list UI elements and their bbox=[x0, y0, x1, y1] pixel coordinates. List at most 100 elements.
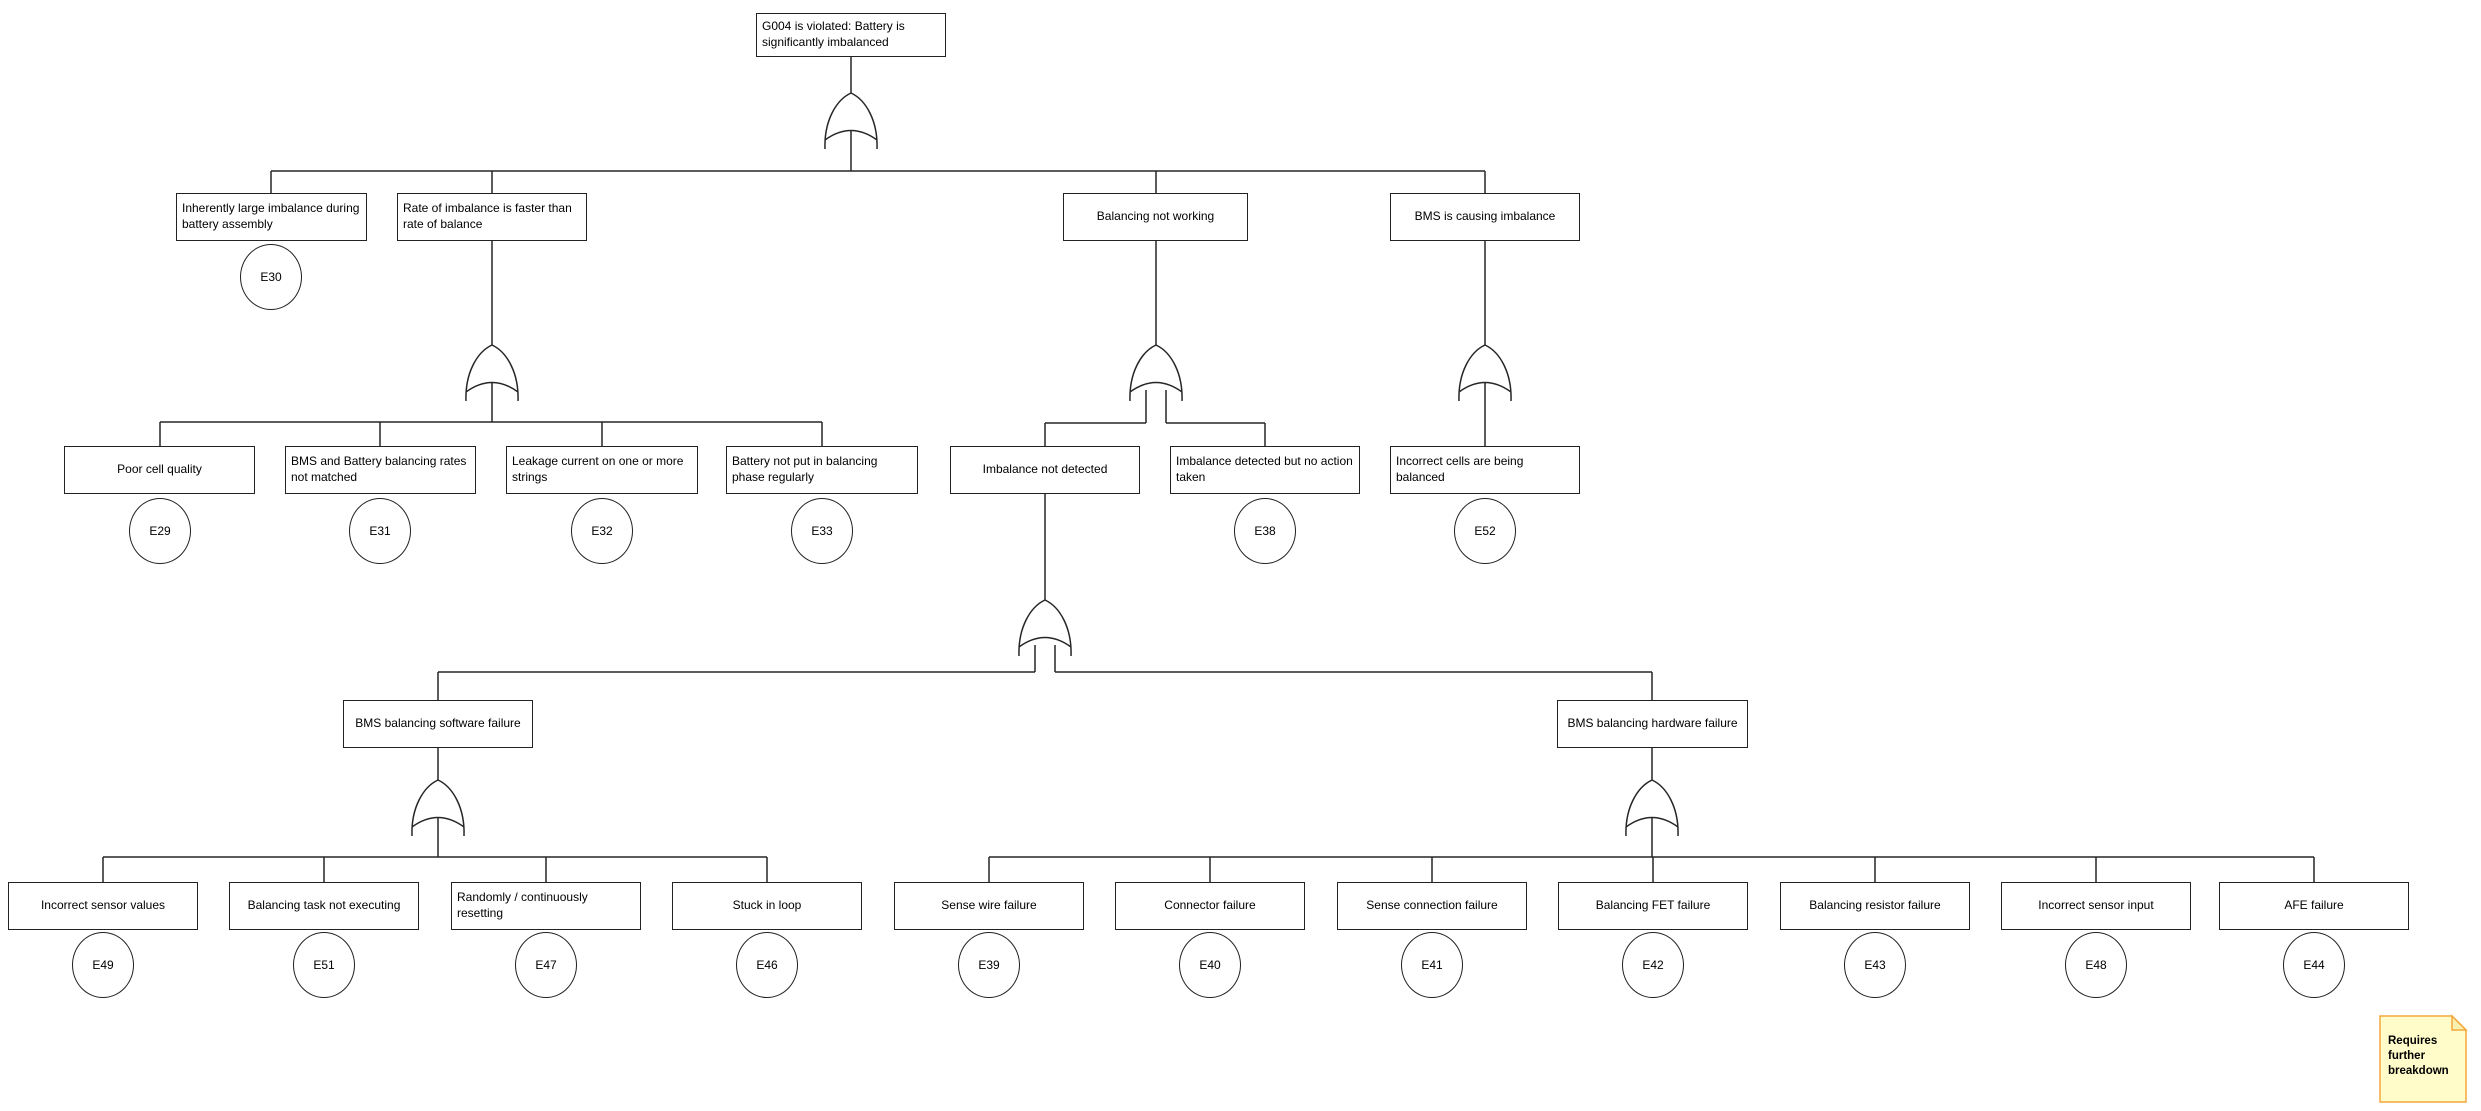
node-label: Incorrect sensor input bbox=[2038, 898, 2154, 913]
node-leakage-current[interactable]: Leakage current on one or more strings bbox=[506, 446, 698, 494]
event-label: E47 bbox=[535, 958, 557, 972]
node-label: Sense wire failure bbox=[941, 898, 1037, 913]
event-e49[interactable]: E49 bbox=[72, 932, 134, 998]
node-label: Incorrect sensor values bbox=[40, 898, 166, 913]
node-label: Stuck in loop bbox=[732, 898, 802, 913]
node-incorrect-sensor-input[interactable]: Incorrect sensor input bbox=[2001, 882, 2191, 930]
event-label: E49 bbox=[92, 958, 114, 972]
connector-line bbox=[1044, 241, 1266, 446]
connector-line bbox=[270, 57, 1486, 193]
event-label: E42 bbox=[1642, 958, 1664, 972]
event-label: E33 bbox=[811, 524, 833, 538]
node-label: Balancing task not executing bbox=[247, 898, 401, 913]
or-gate[interactable] bbox=[465, 344, 519, 402]
event-label: E31 bbox=[369, 524, 391, 538]
event-e29[interactable]: E29 bbox=[129, 498, 191, 564]
node-detected-no-action[interactable]: Imbalance detected but no action taken bbox=[1170, 446, 1360, 494]
event-e46[interactable]: E46 bbox=[736, 932, 798, 998]
node-label: BMS and Battery balancing rates not matc… bbox=[291, 454, 467, 484]
connector-line bbox=[437, 494, 1653, 700]
node-balancing-fet-failure[interactable]: Balancing FET failure bbox=[1558, 882, 1748, 930]
event-label: E43 bbox=[1864, 958, 1886, 972]
node-poor-cell-quality[interactable]: Poor cell quality bbox=[64, 446, 255, 494]
event-label: E32 bbox=[591, 524, 613, 538]
node-label: BMS balancing software failure bbox=[355, 716, 521, 731]
connector-line bbox=[159, 241, 823, 446]
or-gate[interactable] bbox=[1129, 344, 1183, 402]
node-balancing-not-working[interactable]: Balancing not working bbox=[1063, 193, 1248, 241]
node-label: AFE failure bbox=[2284, 898, 2344, 913]
node-label: Balancing resistor failure bbox=[1809, 898, 1941, 913]
event-e31[interactable]: E31 bbox=[349, 498, 411, 564]
node-inherent-imbalance[interactable]: Inherently large imbalance during batter… bbox=[176, 193, 367, 241]
event-label: E44 bbox=[2303, 958, 2325, 972]
event-e33[interactable]: E33 bbox=[791, 498, 853, 564]
event-e47[interactable]: E47 bbox=[515, 932, 577, 998]
node-label: Sense connection failure bbox=[1366, 898, 1498, 913]
node-sense-connection-failure[interactable]: Sense connection failure bbox=[1337, 882, 1527, 930]
node-label: Randomly / continuously resetting bbox=[457, 890, 588, 920]
node-label: Battery not put in balancing phase regul… bbox=[732, 454, 878, 484]
event-e30[interactable]: E30 bbox=[240, 244, 302, 310]
node-rate-of-imbalance[interactable]: Rate of imbalance is faster than rate of… bbox=[397, 193, 587, 241]
node-rates-not-matched[interactable]: BMS and Battery balancing rates not matc… bbox=[285, 446, 476, 494]
node-label: Inherently large imbalance during batter… bbox=[182, 201, 360, 231]
node-label: Imbalance detected but no action taken bbox=[1176, 454, 1353, 484]
node-label: Poor cell quality bbox=[117, 462, 202, 477]
event-e52[interactable]: E52 bbox=[1454, 498, 1516, 564]
node-not-in-balancing-phase[interactable]: Battery not put in balancing phase regul… bbox=[726, 446, 918, 494]
event-e51[interactable]: E51 bbox=[293, 932, 355, 998]
event-e44[interactable]: E44 bbox=[2283, 932, 2345, 998]
node-imbalance-not-detected[interactable]: Imbalance not detected bbox=[950, 446, 1140, 494]
node-hardware-failure[interactable]: BMS balancing hardware failure bbox=[1557, 700, 1748, 748]
event-e42[interactable]: E42 bbox=[1622, 932, 1684, 998]
node-random-resetting[interactable]: Randomly / continuously resetting bbox=[451, 882, 641, 930]
node-software-failure[interactable]: BMS balancing software failure bbox=[343, 700, 533, 748]
event-label: E30 bbox=[260, 270, 282, 284]
connector-line bbox=[988, 748, 2315, 882]
event-label: E41 bbox=[1421, 958, 1443, 972]
event-e43[interactable]: E43 bbox=[1844, 932, 1906, 998]
node-label: G004 is violated: Battery is significant… bbox=[762, 19, 905, 49]
node-label: Balancing not working bbox=[1096, 209, 1215, 224]
node-incorrect-sensor-values[interactable]: Incorrect sensor values bbox=[8, 882, 198, 930]
event-label: E29 bbox=[149, 524, 171, 538]
event-e48[interactable]: E48 bbox=[2065, 932, 2127, 998]
node-label: BMS is causing imbalance bbox=[1414, 209, 1556, 224]
or-gate[interactable] bbox=[1458, 344, 1512, 402]
or-gate[interactable] bbox=[411, 779, 465, 837]
event-label: E51 bbox=[313, 958, 335, 972]
node-balancing-resistor-failure[interactable]: Balancing resistor failure bbox=[1780, 882, 1970, 930]
node-top-event[interactable]: G004 is violated: Battery is significant… bbox=[756, 13, 946, 57]
or-gate[interactable] bbox=[1625, 779, 1679, 837]
event-e40[interactable]: E40 bbox=[1179, 932, 1241, 998]
node-connector-failure[interactable]: Connector failure bbox=[1115, 882, 1305, 930]
or-gate[interactable] bbox=[824, 92, 878, 150]
event-label: E40 bbox=[1199, 958, 1221, 972]
node-bms-causing-imbalance[interactable]: BMS is causing imbalance bbox=[1390, 193, 1580, 241]
node-label: Connector failure bbox=[1164, 898, 1256, 913]
node-label: BMS balancing hardware failure bbox=[1567, 716, 1738, 731]
connector-line bbox=[102, 748, 768, 882]
node-label: Imbalance not detected bbox=[982, 462, 1108, 477]
event-label: E52 bbox=[1474, 524, 1496, 538]
event-e39[interactable]: E39 bbox=[958, 932, 1020, 998]
sticky-note-text: Requires further breakdown bbox=[2388, 1035, 2449, 1078]
node-incorrect-cells-balanced[interactable]: Incorrect cells are being balanced bbox=[1390, 446, 1580, 494]
sticky-note-shape[interactable] bbox=[2379, 1015, 2467, 1103]
node-task-not-executing[interactable]: Balancing task not executing bbox=[229, 882, 419, 930]
node-label: Balancing FET failure bbox=[1595, 898, 1711, 913]
node-afe-failure[interactable]: AFE failure bbox=[2219, 882, 2409, 930]
event-e38[interactable]: E38 bbox=[1234, 498, 1296, 564]
node-sense-wire-failure[interactable]: Sense wire failure bbox=[894, 882, 1084, 930]
event-e41[interactable]: E41 bbox=[1401, 932, 1463, 998]
or-gate[interactable] bbox=[1018, 599, 1072, 657]
event-label: E48 bbox=[2085, 958, 2107, 972]
node-stuck-in-loop[interactable]: Stuck in loop bbox=[672, 882, 862, 930]
node-label: Rate of imbalance is faster than rate of… bbox=[403, 201, 572, 231]
event-e32[interactable]: E32 bbox=[571, 498, 633, 564]
event-label: E38 bbox=[1254, 524, 1276, 538]
event-label: E46 bbox=[756, 958, 778, 972]
